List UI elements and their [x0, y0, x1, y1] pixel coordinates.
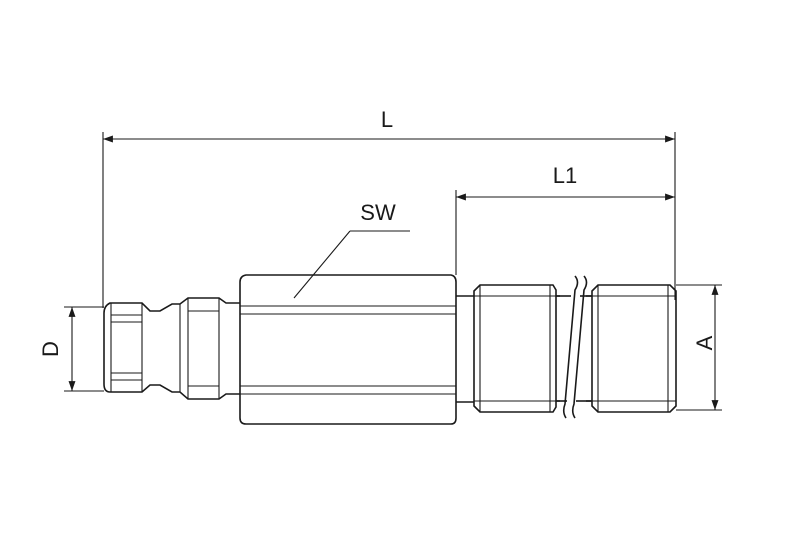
dimension-l: L [102, 107, 676, 308]
label-l: L [381, 107, 393, 132]
break-lines [556, 275, 592, 419]
thread-right [591, 284, 677, 413]
sw-leader-line [293, 230, 351, 299]
label-l1: L1 [553, 163, 577, 188]
plug-nose [103, 297, 240, 400]
hex-body [239, 274, 457, 425]
dimension-sw: SW [293, 200, 410, 299]
dimension-a: A [676, 284, 722, 411]
dimension-l1: L1 [455, 163, 675, 275]
label-sw: SW [360, 200, 396, 225]
label-a: A [692, 335, 717, 350]
neck [456, 295, 474, 403]
dimension-d: D [38, 306, 104, 392]
label-d: D [38, 341, 63, 357]
